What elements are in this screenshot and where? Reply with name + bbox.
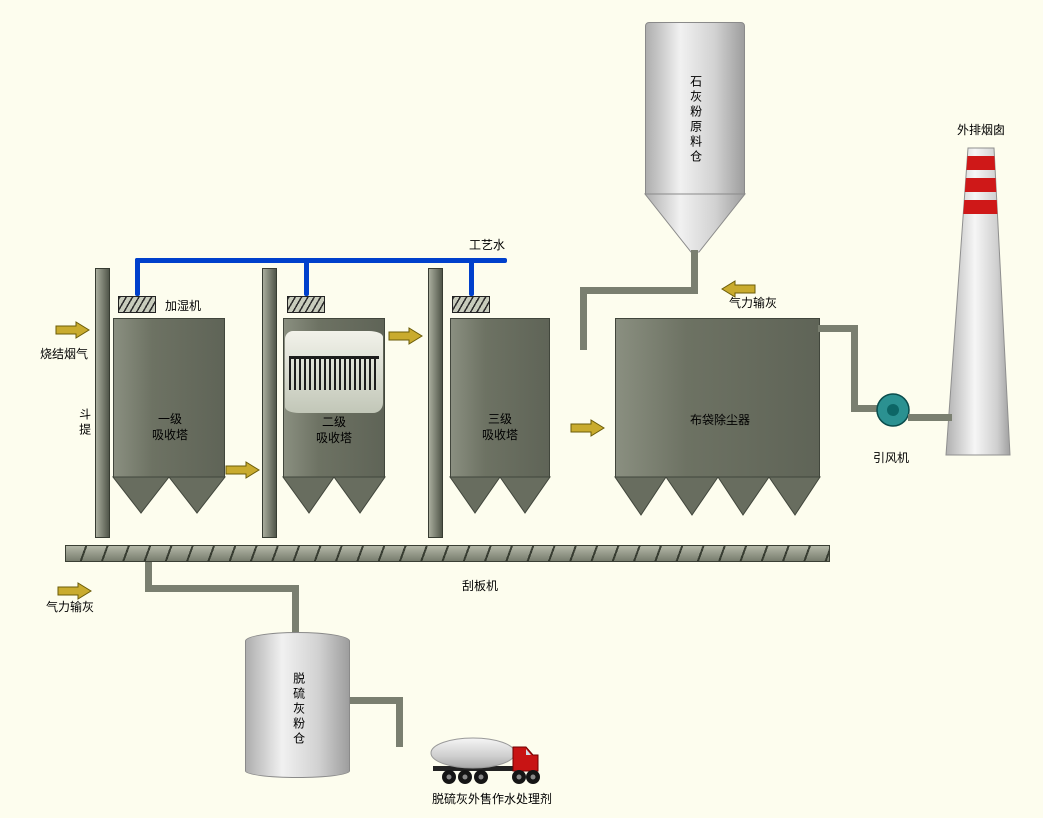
- truck-loading-pipe: [396, 697, 403, 747]
- humidifier-3-icon: [452, 296, 490, 313]
- scraper-conveyor: [65, 545, 830, 562]
- absorption-tower-3: [450, 318, 550, 478]
- process-water-drop-1: [135, 258, 140, 296]
- flue-gas-inlet-label: 烧结烟气: [39, 347, 88, 361]
- pneumatic-ash-top-arrow-icon: [721, 280, 756, 298]
- absorption-tower-1: [113, 318, 225, 478]
- limestone-silo-body: [645, 22, 745, 195]
- absorption-tower-2-hoppers: [282, 476, 386, 514]
- process-water-pipe: [135, 258, 507, 263]
- riser-duct-2: [262, 268, 277, 538]
- chimney: [945, 147, 1011, 456]
- absorption-tower-3-hoppers: [449, 476, 551, 514]
- id-fan-label: 引风机: [872, 451, 909, 465]
- absorption-tower-1-hoppers: [111, 476, 227, 514]
- bagfilter-outlet-duct-vertical: [851, 325, 858, 410]
- scraper-conveyor-label: 刮板机: [461, 579, 498, 593]
- id-fan-icon: [876, 393, 910, 427]
- ash-silo-label: 脱硫灰粉仓: [291, 671, 306, 747]
- bucket-elevator-column: [95, 268, 110, 538]
- ash-silo-body: [245, 632, 350, 778]
- flow-arrow-tower1-to-tower2-icon: [225, 461, 260, 479]
- pneumatic-ash-bottom-label: 气力输灰: [45, 600, 94, 614]
- process-water-drop-3: [469, 258, 474, 296]
- silo-discharge-pipe-horizontal: [580, 287, 698, 294]
- silo-feed-drop-pipe: [580, 287, 587, 350]
- fan-inlet-duct: [851, 405, 881, 412]
- humidifier-label: 加湿机: [164, 299, 201, 313]
- humidifier-2-icon: [287, 296, 325, 313]
- absorption-tower-1-label: 一级 吸收塔: [151, 412, 188, 442]
- bagfilter-outlet-duct-horizontal: [818, 325, 858, 332]
- bag-filter-label: 布袋除尘器: [689, 413, 750, 427]
- absorption-tower-3-label: 三级 吸收塔: [481, 412, 518, 442]
- tanker-truck-icon: [430, 737, 540, 784]
- chimney-stripes: [946, 156, 1010, 214]
- process-water-label: 工艺水: [468, 238, 505, 252]
- conveyor-discharge-pipe: [145, 562, 152, 590]
- process-water-drop-2: [304, 258, 309, 296]
- bag-filter-hoppers: [614, 476, 821, 516]
- flow-arrow-tower3-to-bagfilter-icon: [570, 419, 605, 437]
- humidifier-1-icon: [118, 296, 156, 313]
- riser-duct-3: [428, 268, 443, 538]
- bag-filter: [615, 318, 820, 478]
- truck-caption: 脱硫灰外售作水处理剂: [431, 792, 552, 806]
- ash-silo-outlet-pipe-horizontal: [350, 697, 403, 704]
- silo-discharge-pipe-vertical: [691, 250, 698, 294]
- ash-transfer-pipe-horizontal: [145, 585, 299, 592]
- limestone-silo-cone: [643, 193, 747, 253]
- limestone-silo-label: 石灰粉原料仓: [688, 75, 703, 165]
- absorption-tower-2-internals-icon: [289, 356, 379, 390]
- absorption-tower-2-label: 二级 吸收塔: [315, 415, 352, 445]
- fan-outlet-duct: [908, 414, 952, 421]
- chimney-label: 外排烟囱: [956, 123, 1005, 137]
- flow-arrow-tower2-to-tower3-icon: [388, 327, 423, 345]
- pneumatic-ash-top-label: 气力输灰: [728, 296, 777, 310]
- ash-silo-inlet-pipe: [292, 585, 299, 635]
- pneumatic-ash-bottom-arrow-icon: [57, 582, 92, 600]
- bucket-elevator-label: 斗提: [77, 408, 92, 438]
- flue-gas-inlet-arrow-icon: [55, 321, 90, 339]
